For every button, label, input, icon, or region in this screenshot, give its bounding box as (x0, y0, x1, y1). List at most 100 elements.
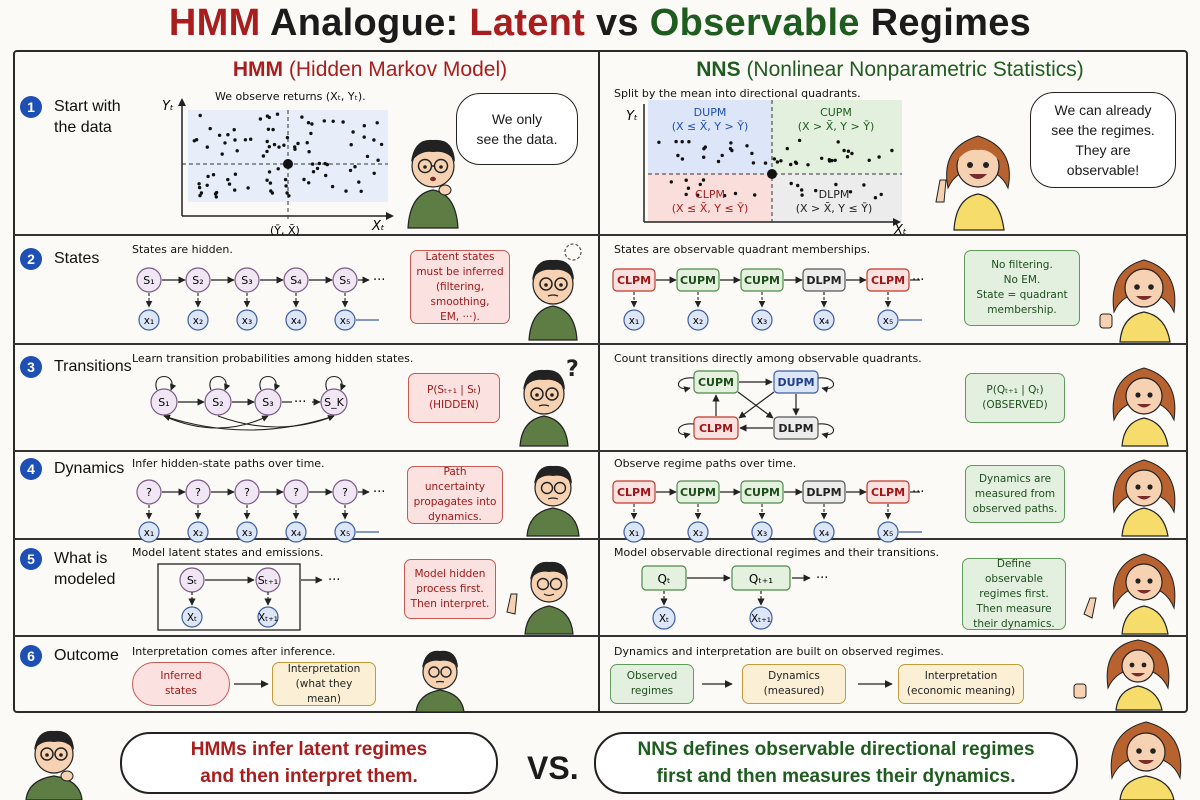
hidden-state-label: S₁ (158, 396, 169, 409)
row-number-2: 2 (20, 248, 42, 270)
data-point (375, 121, 379, 125)
data-point (232, 128, 236, 132)
data-point (265, 139, 269, 144)
ellipsis: ··· (328, 573, 340, 588)
y-axis-arrow (178, 98, 186, 106)
self-loop-arrow (209, 376, 231, 391)
title-hmm: HMM (168, 2, 261, 44)
data-point (214, 195, 218, 199)
dupm-label: DUPM (694, 106, 727, 119)
data-point (833, 158, 837, 162)
x-axis-label: Xₜ (371, 219, 385, 234)
data-point (702, 147, 706, 151)
data-point (324, 173, 328, 178)
quadrant-state-label: CUPM (680, 274, 716, 287)
data-point (669, 180, 673, 184)
row-number-1: 1 (20, 96, 42, 118)
hidden-state-label: ? (293, 486, 299, 499)
observation-node (623, 309, 645, 331)
data-point (307, 181, 311, 185)
hidden-state-label: S₃ (262, 396, 273, 409)
data-point (322, 119, 326, 123)
data-point (686, 186, 691, 190)
data-point (296, 141, 300, 146)
observation-node (751, 521, 773, 543)
girl-avatar-smiling (1112, 367, 1176, 447)
quadrant-node (693, 370, 739, 394)
data-point (716, 159, 721, 164)
row-number-5: 5 (20, 548, 42, 570)
data-point (205, 145, 209, 149)
hidden-state-node (136, 267, 162, 293)
hidden-state-node (332, 479, 358, 505)
data-point (205, 183, 209, 187)
data-point (220, 152, 224, 156)
data-point (275, 112, 280, 116)
observation-label: x₄ (291, 315, 301, 327)
hmm-modeled-caption: Model latent states and emissions. (132, 546, 324, 559)
nns-states-caption: States are observable quadrant membershi… (614, 243, 871, 256)
quadrant-state-label: CLPM (617, 274, 651, 287)
dupm-quadrant-fill (648, 100, 772, 174)
quadrant-node (773, 416, 819, 440)
data-point (285, 191, 289, 195)
data-point (276, 167, 280, 171)
row-label-modeled: What is modeled (54, 550, 116, 588)
cupm-label: CUPM (820, 106, 852, 119)
data-point (698, 182, 702, 187)
data-point (850, 151, 854, 156)
data-point (820, 156, 824, 160)
row-divider (13, 635, 1188, 637)
transition-arrow (738, 391, 775, 419)
data-point (261, 154, 266, 158)
x-axis-arrow (386, 212, 394, 220)
observation-node (687, 521, 709, 543)
data-point (359, 189, 363, 193)
y-axis-label: Yₜ (626, 109, 638, 124)
data-point (753, 193, 757, 197)
quadrant-state-label: DLPM (806, 486, 841, 499)
ellipsis: ··· (373, 485, 385, 500)
self-loop-arrow (325, 376, 347, 391)
hmm-generative-model-diagram: Sₜ Sₜ₊₁ Xₜ Xₜ₊₁ ··· (157, 563, 340, 631)
obs-node-t-label: Xₜ (659, 613, 669, 625)
data-point (376, 158, 380, 162)
no-filtering-note: No filtering. No EM. State = quadrant me… (964, 250, 1080, 326)
data-point (733, 191, 738, 196)
dlpm-label: DLPM (819, 188, 850, 201)
title-observable: Observable (649, 2, 860, 44)
data-point (268, 181, 273, 185)
boy-avatar-puzzled: ? (519, 357, 579, 447)
quadrant-node (693, 416, 739, 440)
girl-avatar-thumbsup (1099, 259, 1176, 343)
quadrant-state-box (866, 268, 910, 292)
interpretation-box: Interpretation (what they mean) (272, 662, 376, 706)
data-point (233, 188, 237, 192)
hidden-state-node (234, 267, 260, 293)
quadrant-state-label: CLPM (617, 486, 651, 499)
comparison-table-frame (13, 50, 1188, 713)
latent-model-box (157, 563, 301, 631)
row-label-states: States (54, 250, 100, 267)
mean-point (767, 169, 777, 179)
data-point (834, 182, 838, 187)
title-latent: Latent (469, 2, 586, 44)
hidden-state-node (283, 479, 309, 505)
data-point (300, 115, 304, 119)
data-point (785, 146, 789, 151)
data-point (323, 161, 327, 166)
data-point (353, 165, 357, 169)
observation-label: x₂ (693, 315, 703, 327)
data-point (309, 131, 313, 136)
data-point (814, 188, 818, 193)
data-point (330, 184, 335, 189)
cupm-condition: (X > X̄, Y > Ȳ) (798, 120, 875, 133)
data-point (197, 185, 202, 190)
observation-node (751, 309, 773, 331)
data-point (806, 163, 810, 167)
hmm-full-name: (Hidden Markov Model) (283, 58, 508, 81)
observation-node (187, 309, 209, 331)
hmm-abbr: HMM (232, 58, 284, 81)
data-point (362, 124, 366, 128)
